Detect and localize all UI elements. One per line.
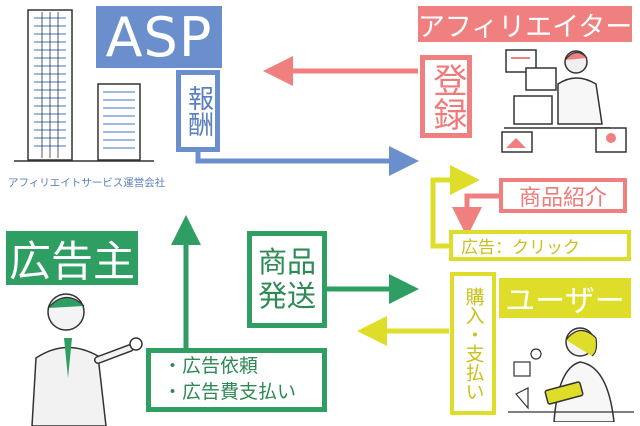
- reward-label: 報酬: [176, 70, 220, 152]
- ad-click-label: 広告：クリック: [449, 230, 631, 261]
- reward-arrow: [195, 146, 419, 176]
- office-buildings-icon: [14, 9, 154, 162]
- ad-click-arrow: [430, 165, 480, 249]
- product-shipping-line2: 発送: [257, 278, 316, 313]
- businessman-pointing-icon: [31, 293, 143, 426]
- ad-request-line2: ・広告費支払い: [163, 381, 297, 403]
- woman-with-tablet-icon: [508, 327, 634, 422]
- product-shipping-label: 商品 発送: [247, 231, 327, 328]
- ad-request-line1: ・広告依頼: [163, 355, 259, 378]
- asp-company-caption: アフィリエイトサービス運営会社: [8, 177, 166, 189]
- asp-title: ASP: [96, 6, 222, 69]
- product-intro-label: 商品紹介: [499, 178, 627, 213]
- purchase-payment-label: 購入・支払い: [450, 272, 496, 415]
- affiliater-title: アフィリエイター: [418, 6, 632, 43]
- person-at-computer-icon: [501, 49, 627, 153]
- product-intro-arrow: [452, 193, 499, 237]
- register-label: 登録: [420, 55, 472, 138]
- advertiser-title: 広告主: [6, 231, 138, 286]
- ad-request-label: ・広告依頼 ・広告費支払い: [146, 348, 327, 412]
- product-shipping-line1: 商品: [257, 245, 316, 280]
- user-title: ユーザー: [499, 278, 631, 319]
